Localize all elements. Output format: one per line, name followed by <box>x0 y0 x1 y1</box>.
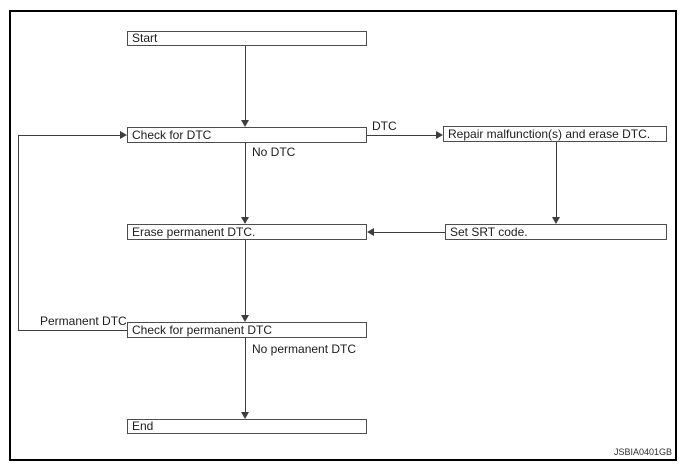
node-start-label: Start <box>132 31 158 45</box>
connector-erase-to-check-permanent <box>245 240 246 315</box>
node-end-label: End <box>132 419 154 433</box>
node-check-dtc: Check for DTC <box>127 127 367 143</box>
connector-start-to-check-dtc <box>245 46 246 121</box>
connector-loop-top <box>18 135 120 136</box>
edge-label-permanent-dtc: Permanent DTC <box>40 314 127 328</box>
figure-code: JSBIA0401GB <box>613 447 672 457</box>
node-check-dtc-label: Check for DTC <box>132 127 212 142</box>
connector-loop-vertical <box>18 135 19 331</box>
node-set-srt-code-label: Set SRT code. <box>450 224 528 239</box>
edge-label-no-dtc: No DTC <box>252 145 296 159</box>
connector-check-dtc-to-erase <box>245 143 246 217</box>
arrowhead-into-erase-right <box>367 228 374 236</box>
node-end: End <box>127 419 367 434</box>
arrowhead-into-check-dtc-top <box>241 120 249 127</box>
node-check-permanent-dtc: Check for permanent DTC <box>127 322 367 338</box>
arrowhead-into-check-permanent-top <box>241 315 249 322</box>
arrowhead-into-set-srt-top <box>552 217 560 224</box>
node-set-srt-code: Set SRT code. <box>445 224 667 240</box>
edge-label-dtc: DTC <box>372 119 397 133</box>
node-start: Start <box>127 31 367 46</box>
node-check-permanent-dtc-label: Check for permanent DTC <box>132 322 273 337</box>
arrowhead-into-erase-top <box>241 217 249 224</box>
connector-set-srt-to-erase <box>374 232 445 233</box>
connector-repair-to-set-srt <box>556 142 557 217</box>
edge-label-no-permanent-dtc: No permanent DTC <box>252 342 357 356</box>
node-erase-permanent-dtc-label: Erase permanent DTC. <box>132 224 256 239</box>
node-repair-malfunction: Repair malfunction(s) and erase DTC. <box>443 126 667 142</box>
connector-check-permanent-to-end <box>245 338 246 412</box>
node-erase-permanent-dtc: Erase permanent DTC. <box>127 224 367 240</box>
connector-loop-bottom <box>18 330 127 331</box>
node-repair-malfunction-label: Repair malfunction(s) and erase DTC. <box>448 126 651 141</box>
arrowhead-into-end-top <box>241 412 249 419</box>
arrowhead-into-check-dtc-left <box>120 131 127 139</box>
arrowhead-into-repair-left <box>436 131 443 139</box>
connector-check-dtc-to-repair <box>367 135 436 136</box>
